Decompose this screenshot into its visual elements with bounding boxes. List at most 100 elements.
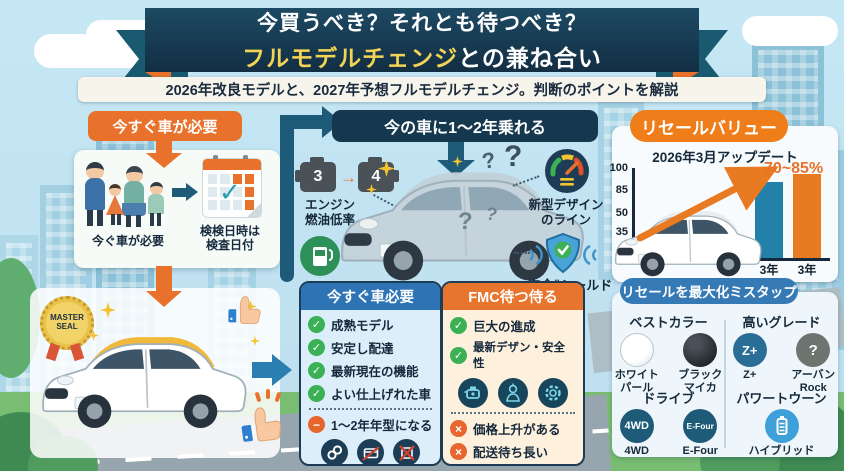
no-box-icon — [393, 439, 420, 464]
check-icon: ✓ — [308, 316, 325, 333]
sparkle-icon — [378, 160, 395, 177]
arrow-down-navy — [448, 142, 464, 160]
fuel-pump-icon — [300, 236, 340, 276]
main-car-illustration — [38, 330, 250, 436]
pro-item: ✓最新デザン・安全性 — [443, 337, 583, 373]
pro-item: ✓よい仕上げれた車 — [301, 382, 440, 405]
check-icon: ✓ — [308, 339, 325, 356]
dotted-connector — [514, 252, 530, 254]
option-item: Z+ Z+ — [725, 333, 775, 394]
pro-item: ✓安定し配達 — [301, 336, 440, 359]
y-axis-tick: 50 — [615, 207, 628, 219]
pro-item: ✓成熟モデル — [301, 313, 440, 336]
pro-item: ✓最新現在の機能 — [301, 359, 440, 382]
cross-icon: × — [450, 420, 467, 437]
safety-shield-icon — [529, 232, 597, 274]
no-card-icon — [357, 439, 384, 464]
sparkle-icon — [366, 184, 377, 195]
option-item: E-Four E-Four — [676, 409, 726, 458]
check-icon: ✓ — [450, 346, 467, 364]
resale-banner: リセールバリュー — [630, 110, 788, 142]
option-item: ハイブリッド — [742, 409, 822, 458]
title-ribbon: 今買うべき？それとも待つべき？ フルモデルチェンジとの兼ね合い — [145, 8, 699, 72]
con-item: ×配送待ち長い — [443, 440, 583, 463]
hybrid-badge — [764, 409, 799, 443]
black-mica-swatch — [683, 333, 718, 367]
minus-icon: − — [308, 416, 325, 433]
resale-subtitle: 2026年3月アップデート — [652, 150, 798, 165]
grade-z-plus-badge: Z+ — [732, 333, 767, 367]
bar-new — [793, 174, 821, 258]
grade-unknown-badge: ? — [796, 333, 831, 367]
con-item: ×価格上升がある — [443, 417, 583, 440]
arrow-down-orange2-head — [146, 291, 182, 307]
check-icon: ✓ — [308, 362, 325, 379]
maximize-panel: ベストカラー ホワイトパール ブラックマイカ 高いグレード Z+ Z+ — [612, 292, 838, 457]
gear-icon — [538, 378, 568, 408]
y-axis-tick: 85 — [615, 184, 628, 196]
master-seal-badge: MASTER SEAL — [40, 296, 94, 350]
calendar-caption: 検検日時は 検査日付 — [199, 224, 260, 253]
title-highlight: フルモデルチェンジ — [242, 45, 459, 71]
need-now-banner: 今すぐ車が必要 — [88, 111, 242, 141]
trend-arrow — [636, 166, 779, 242]
engine-arrow: → — [340, 168, 357, 187]
arrow-down-orange-head — [146, 153, 182, 168]
compare-now-header: 今すぐ車必要 — [301, 283, 440, 310]
option-item: ホワイトパール — [612, 333, 662, 394]
cross-icon: × — [450, 443, 467, 460]
title-line2: フルモデルチェンジとの兼ね合い — [242, 45, 602, 71]
arrow-right-icon-head — [186, 183, 198, 201]
thumbs-up-icon — [235, 397, 285, 447]
cloud — [742, 16, 838, 46]
engine-icon: 4 — [358, 157, 399, 192]
engine-caption: エンジン 燃油低率 — [304, 198, 355, 227]
compare-fmc-header: FMC待つ侍る — [443, 283, 583, 310]
question-mark: ? — [504, 140, 523, 173]
thumbs-up-icon — [226, 290, 262, 326]
sparkle-lines — [266, 389, 270, 399]
drive-efour-badge: E-Four — [683, 409, 718, 443]
arrow-down-orange — [156, 140, 172, 154]
white-pearl-swatch — [619, 333, 654, 367]
engine-tech-icon — [458, 378, 488, 408]
speedometer-icon — [545, 149, 589, 193]
y-axis-tick: 35 — [615, 226, 628, 238]
car-panel: MASTER SEAL — [30, 288, 280, 458]
subtitle-bar: 2026年改良モデルと、2027年予想フルモデルチェンジ。判断のポイントを解説 — [78, 77, 766, 102]
sparkle-icon — [100, 302, 116, 318]
group-title: ドライブ — [642, 391, 695, 406]
bar-label: 3年 — [797, 263, 817, 277]
arrow-down-orange2 — [156, 266, 172, 292]
y-axis-tick: 100 — [609, 162, 628, 174]
pro-item: ✓巨大の進成 — [443, 314, 583, 337]
engine-icon: 3 — [295, 157, 336, 192]
y-axis — [632, 168, 635, 260]
compare-fmc-box: FMC待つ侍る ✓巨大の進成 ✓最新デザン・安全性 ×価格上升がある ×配送待ち… — [441, 281, 585, 466]
bar-container — [793, 168, 821, 258]
subtitle-text: 2026年改良モデルと、2027年予想フルモデルチェンジ。判断のポイントを解説 — [165, 83, 679, 99]
group-title: ベストカラー — [629, 315, 708, 330]
compare-now-box: 今すぐ車必要 ✓成熟モデル ✓安定し配達 ✓最新現在の機能 ✓よい仕上げれた車 … — [299, 281, 442, 466]
family-icon — [84, 162, 168, 230]
divider — [451, 412, 575, 414]
group-title: パワートウーン — [736, 391, 827, 406]
check-icon: ✓ — [450, 317, 467, 334]
annotation-pct: 70~85% — [764, 160, 824, 177]
panel-divider — [724, 320, 726, 448]
arrow-right-icon — [172, 188, 186, 197]
calendar-icon: ✓ — [202, 155, 262, 218]
maximize-banner: リセールを最大化ミスタップ — [620, 278, 798, 304]
sparkle-icon — [250, 336, 260, 346]
ride-now-banner: 今の車に1〜2年乗れる — [332, 110, 598, 142]
question-mark: ? — [458, 208, 473, 235]
sparkle-icon — [452, 156, 463, 167]
family-caption: 今ぐ車が必要 — [91, 234, 164, 248]
divider — [309, 408, 432, 410]
check-icon: ✓ — [308, 385, 325, 402]
option-item: 4WD 4WD — [612, 409, 662, 458]
chain-icon — [321, 439, 348, 464]
drive-4wd-badge: 4WD — [619, 409, 654, 443]
flow-arrow-elbow — [280, 115, 324, 129]
